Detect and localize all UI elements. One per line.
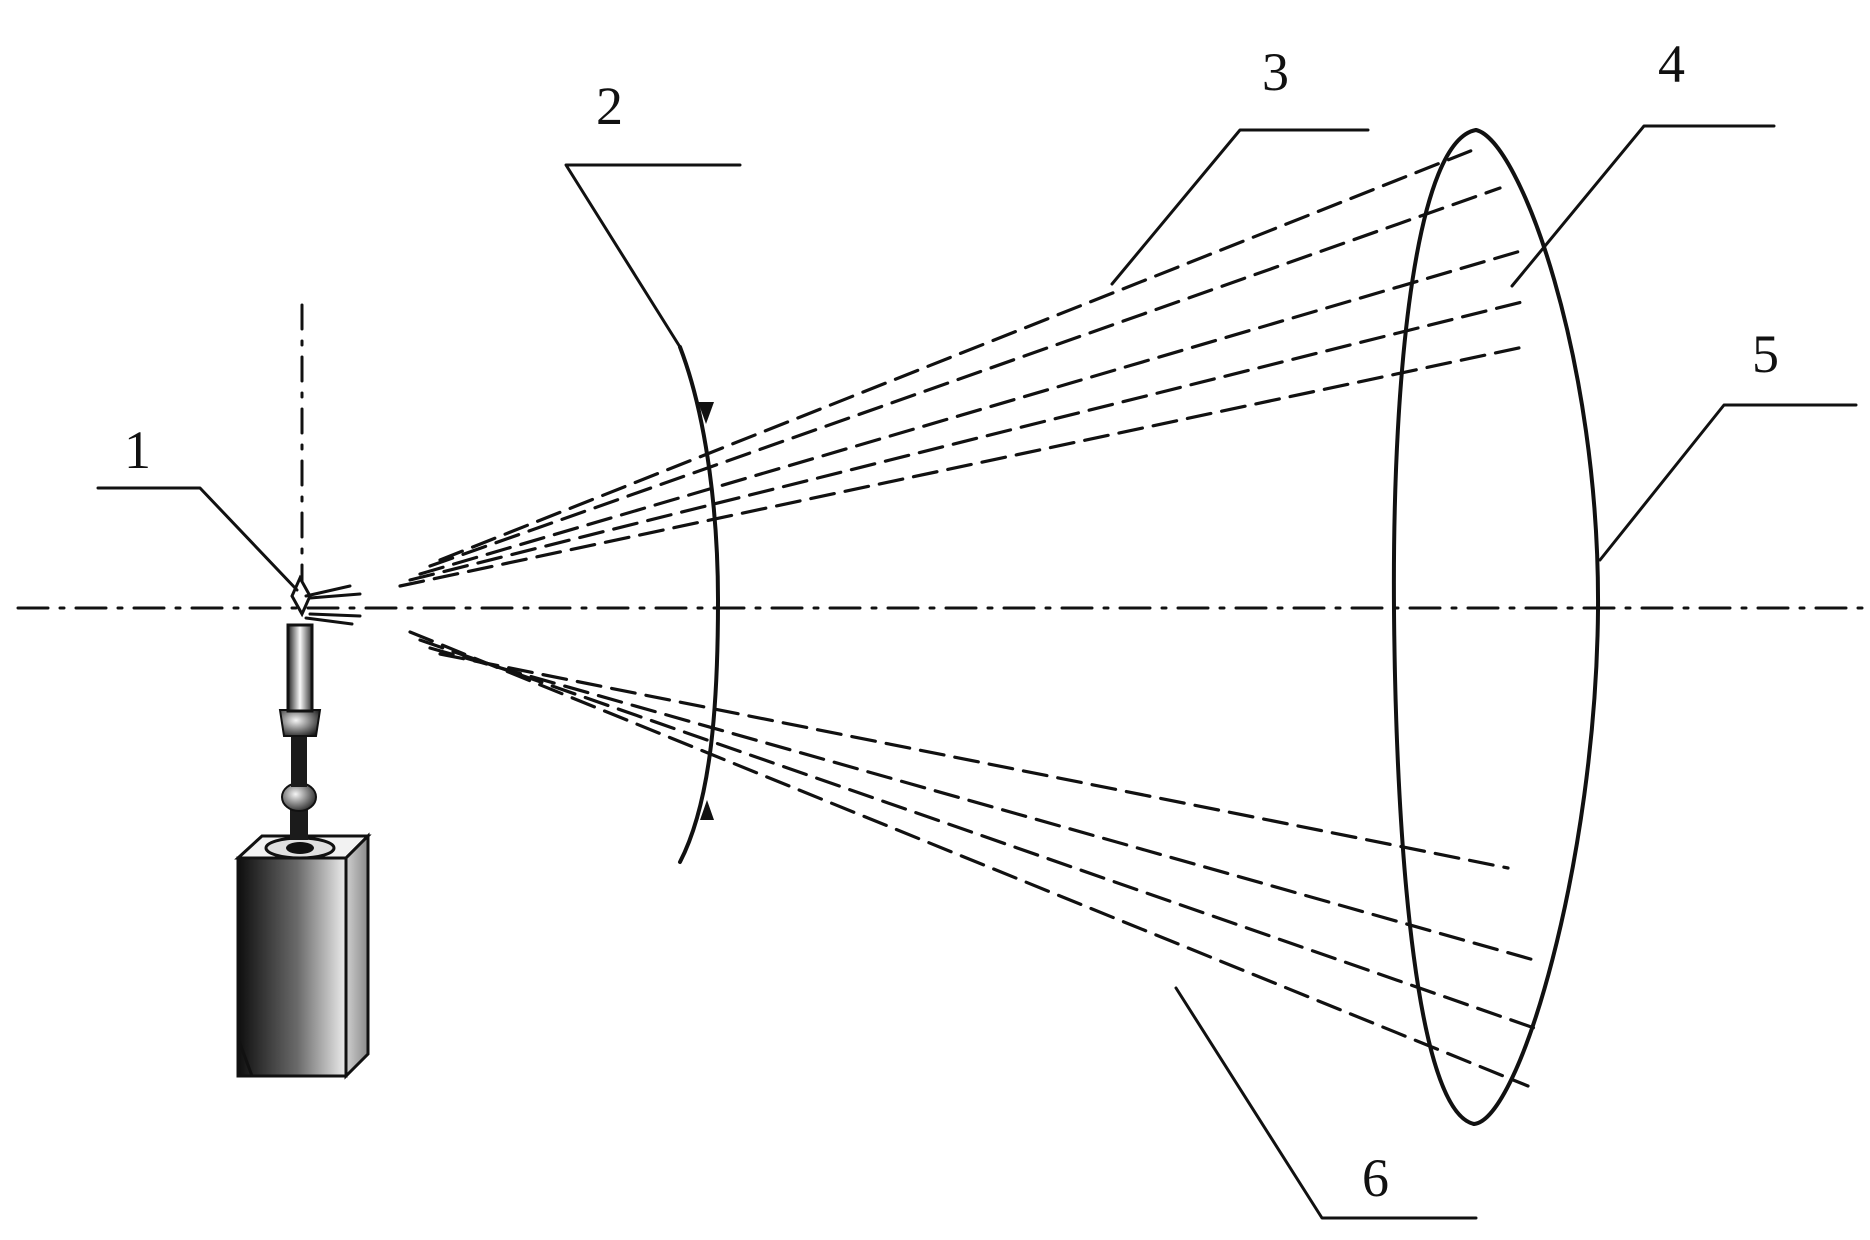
light-source-mount: [234, 574, 372, 1080]
dashed-ray: [438, 146, 1480, 562]
callout-4: 4: [1658, 34, 1685, 94]
wavefront-arrow-down: [700, 800, 714, 820]
dashed-ray: [408, 298, 1532, 582]
callout-2: 2: [596, 76, 623, 136]
callout-6: 6: [1362, 1148, 1389, 1208]
dashed-ray: [408, 630, 1530, 1088]
dashed-ray: [428, 186, 1502, 568]
callout-1: 1: [124, 420, 151, 480]
wavefront-arrow-up: [698, 402, 714, 424]
leader-3: [1110, 128, 1370, 286]
mount-rod: [286, 623, 314, 713]
dashed-ray: [398, 344, 1530, 588]
leader-5: [1598, 403, 1858, 562]
callout-5: 5: [1752, 324, 1779, 384]
dashed-ray: [438, 652, 1510, 870]
screen-front-edge: [1391, 128, 1478, 1126]
mount-foot: [286, 842, 314, 854]
mount-box-side: [344, 832, 370, 1080]
wavefront-curve: [678, 345, 720, 864]
dashed-ray: [428, 646, 1536, 962]
leader-1: [96, 486, 299, 592]
source-ray-fan: [304, 584, 362, 626]
mount-post-middle: [291, 732, 307, 787]
screen-back-edge: [1472, 128, 1601, 1126]
light-source-point: [290, 574, 312, 618]
mount-knob: [281, 782, 317, 812]
dashed-ray: [418, 248, 1526, 576]
mount-collar: [278, 709, 322, 737]
dashed-ray-bundle: [398, 146, 1542, 1088]
mount-box-front: [236, 856, 348, 1078]
leader-lines: [96, 124, 1858, 1220]
dashed-ray: [418, 638, 1542, 1032]
leader-6: [1174, 986, 1478, 1220]
leader-4: [1510, 124, 1776, 288]
callout-3: 3: [1262, 42, 1289, 102]
mount-box-edge: [236, 858, 254, 1077]
leader-2: [564, 163, 742, 349]
